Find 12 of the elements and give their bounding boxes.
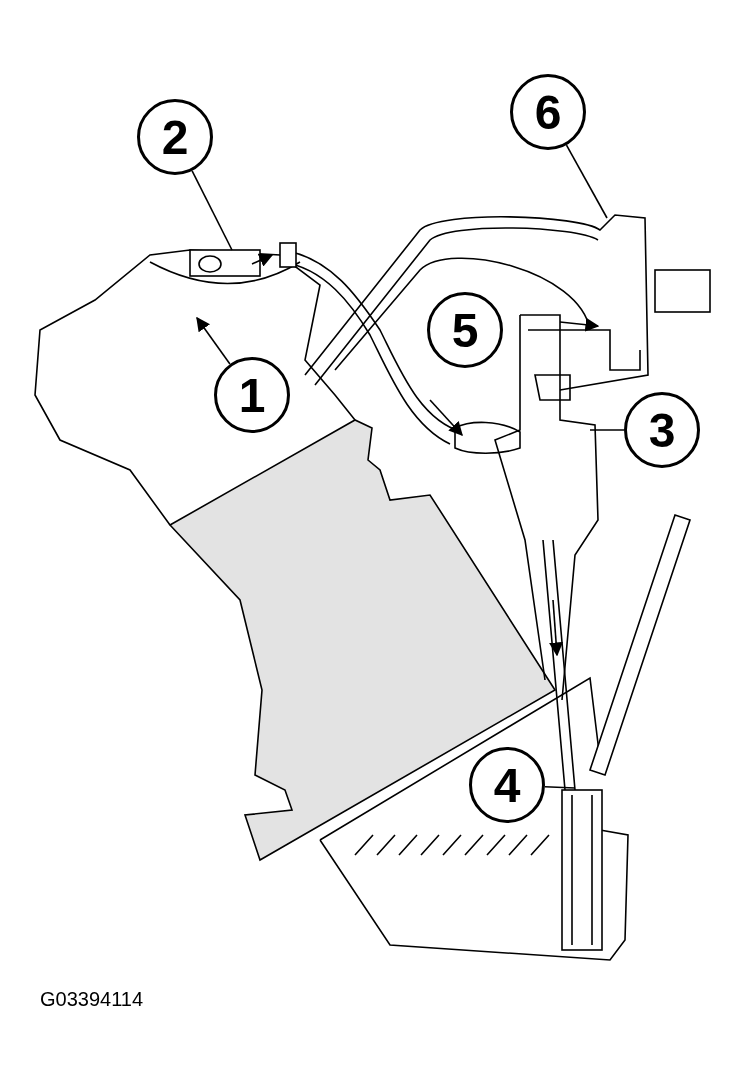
leader-line	[565, 144, 608, 219]
callout-number: 1	[214, 357, 290, 433]
callout-number: 3	[624, 392, 700, 468]
callout-number: 2	[137, 99, 213, 175]
callout-number: 4	[469, 747, 545, 823]
callout-number: 6	[510, 74, 586, 150]
figure-code: G03394114	[40, 988, 144, 1011]
callout-number: 5	[427, 292, 503, 368]
leader-line	[191, 170, 233, 251]
leader-line	[544, 785, 576, 789]
leader-line	[589, 429, 625, 431]
leader-line	[196, 316, 231, 365]
